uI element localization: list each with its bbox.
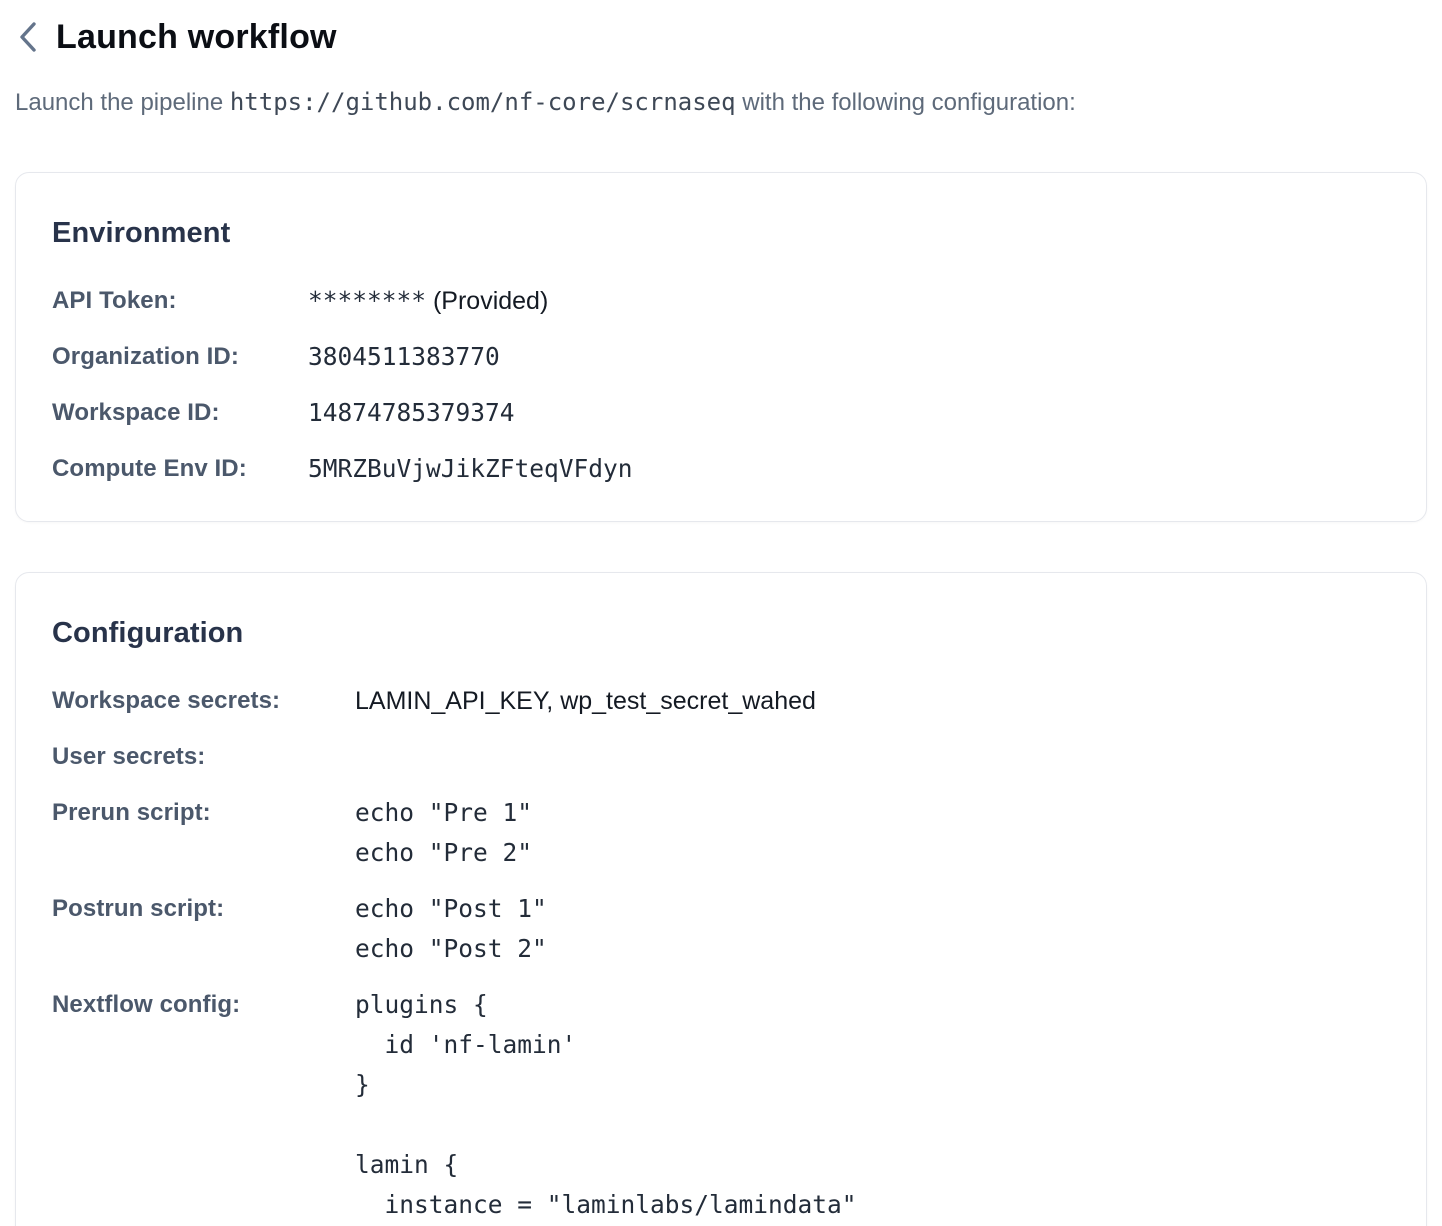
nextflow-config-value: plugins { id 'nf-lamin' } lamin { instan… bbox=[355, 990, 857, 1219]
row-api-token: API Token: ******** (Provided) bbox=[52, 281, 1390, 321]
api-token-mask: ******** bbox=[308, 286, 427, 315]
back-button[interactable] bbox=[15, 20, 41, 54]
configuration-heading: Configuration bbox=[52, 617, 244, 649]
intro-text: Launch the pipeline https://github.com/n… bbox=[15, 85, 1427, 120]
workspace-secrets-value: LAMIN_API_KEY, wp_test_secret_wahed bbox=[355, 687, 816, 715]
workspace-secrets-label: Workspace secrets: bbox=[52, 687, 281, 714]
row-organization-id: Organization ID: 3804511383770 bbox=[52, 337, 1390, 377]
row-postrun-script: Postrun script: echo "Post 1" echo "Post… bbox=[52, 889, 1390, 969]
workspace-id-value: 14874785379374 bbox=[308, 398, 515, 427]
intro-suffix: with the following configuration: bbox=[742, 89, 1076, 116]
api-token-value: ******** (Provided) bbox=[308, 281, 548, 321]
environment-heading: Environment bbox=[52, 217, 231, 249]
row-nextflow-config: Nextflow config: plugins { id 'nf-lamin'… bbox=[52, 985, 1390, 1226]
pipeline-url: https://github.com/nf-core/scrnaseq bbox=[229, 88, 736, 116]
compute-env-id-label: Compute Env ID: bbox=[52, 455, 247, 482]
nextflow-config-label: Nextflow config: bbox=[52, 991, 241, 1018]
row-prerun-script: Prerun script: echo "Pre 1" echo "Pre 2" bbox=[52, 793, 1390, 873]
row-workspace-secrets: Workspace secrets: LAMIN_API_KEY, wp_tes… bbox=[52, 681, 1390, 721]
user-secrets-label: User secrets: bbox=[52, 743, 206, 770]
api-token-note: (Provided) bbox=[432, 287, 549, 315]
environment-card: Environment API Token: ******** (Provide… bbox=[15, 172, 1427, 522]
page-title: Launch workflow bbox=[56, 18, 337, 56]
prerun-script-value: echo "Pre 1" echo "Pre 2" bbox=[355, 798, 533, 867]
chevron-left-icon bbox=[20, 22, 36, 52]
api-token-label: API Token: bbox=[52, 287, 177, 314]
postrun-script-value: echo "Post 1" echo "Post 2" bbox=[355, 894, 547, 963]
organization-id-value: 3804511383770 bbox=[308, 342, 500, 371]
row-user-secrets: User secrets: bbox=[52, 737, 1390, 777]
workspace-id-label: Workspace ID: bbox=[52, 399, 220, 426]
row-workspace-id: Workspace ID: 14874785379374 bbox=[52, 393, 1390, 433]
organization-id-label: Organization ID: bbox=[52, 343, 239, 370]
postrun-script-label: Postrun script: bbox=[52, 895, 225, 922]
page-header: Launch workflow bbox=[15, 13, 1427, 61]
intro-prefix: Launch the pipeline bbox=[15, 89, 224, 116]
configuration-card: Configuration Workspace secrets: LAMIN_A… bbox=[15, 572, 1427, 1226]
row-compute-env-id: Compute Env ID: 5MRZBuVjwJikZFteqVFdyn bbox=[52, 449, 1390, 489]
prerun-script-label: Prerun script: bbox=[52, 799, 211, 826]
compute-env-id-value: 5MRZBuVjwJikZFteqVFdyn bbox=[308, 454, 633, 483]
